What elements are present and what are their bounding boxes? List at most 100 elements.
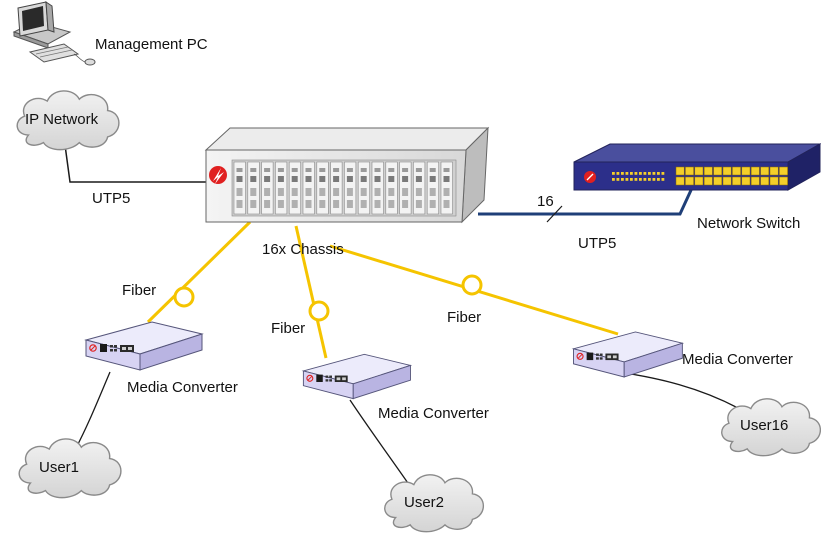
- chassis-card-slot: [302, 161, 315, 215]
- chassis-card-slot: [399, 161, 412, 215]
- chassis-card-slot: [344, 161, 357, 215]
- user2-label: User2: [404, 494, 445, 511]
- chassis-card-slot: [316, 161, 329, 215]
- link-count-label: 16: [537, 193, 554, 210]
- chassis-card-slot: [247, 161, 260, 215]
- fiber-loop-2: [308, 300, 330, 322]
- switch-led: [661, 178, 665, 181]
- switch-status-leds: [612, 172, 665, 181]
- switch-link: [478, 187, 694, 216]
- switch-port: [760, 166, 770, 176]
- switch-led: [657, 178, 660, 181]
- switch-led: [630, 178, 633, 181]
- chassis-card-slot: [261, 161, 274, 215]
- media-converter-3-label: Media Converter: [682, 351, 793, 368]
- fiber-label-2: Fiber: [271, 320, 306, 337]
- fiber-link-1: [146, 220, 252, 324]
- chassis-card-slot: [413, 161, 426, 215]
- switch-led: [643, 178, 647, 181]
- chassis-16x-icon: [204, 126, 490, 224]
- switch-port: [703, 166, 713, 176]
- user1-label: User1: [39, 459, 80, 476]
- chassis-card-slot: [288, 161, 302, 215]
- switch-port: [760, 176, 770, 186]
- chassis-label: 16x Chassis: [262, 241, 344, 258]
- switch-led: [612, 172, 615, 175]
- switch-port: [713, 176, 723, 186]
- switch-port: [779, 166, 788, 176]
- switch-led: [630, 172, 633, 175]
- network-switch-label: Network Switch: [697, 215, 801, 232]
- switch-led: [639, 172, 642, 175]
- ip-network-label: IP Network: [25, 111, 99, 128]
- switch-port: [732, 176, 741, 186]
- switch-port: [779, 176, 788, 186]
- chassis-card-slot: [385, 161, 398, 215]
- media-converter-2-icon: [302, 353, 412, 400]
- utp5-left-label: UTP5: [92, 190, 131, 207]
- switch-port: [685, 176, 694, 186]
- switch-port: [769, 166, 779, 176]
- switch-port: [750, 166, 760, 176]
- switch-port: [732, 166, 741, 176]
- switch-led: [643, 172, 647, 175]
- switch-port: [750, 176, 760, 186]
- fiber-loop-3: [461, 274, 483, 296]
- management-pc-label: Management PC: [95, 36, 208, 53]
- switch-port: [675, 166, 685, 176]
- switch-led: [634, 172, 638, 175]
- switch-port: [741, 176, 751, 186]
- switch-led: [621, 178, 624, 181]
- switch-led: [661, 172, 665, 175]
- chassis-card-slot: [233, 161, 246, 215]
- switch-port: [722, 176, 732, 186]
- utp5-right-label: UTP5: [578, 235, 617, 252]
- switch-led: [639, 178, 642, 181]
- utp5-link-left: [64, 144, 210, 183]
- switch-port: [722, 166, 732, 176]
- switch-led: [616, 178, 620, 181]
- media-converter-3-icon: [572, 331, 683, 378]
- chassis-card-slot: [440, 161, 453, 215]
- media-converter-1-label: Media Converter: [127, 379, 238, 396]
- user1-link: [75, 371, 111, 449]
- switch-led: [616, 172, 620, 175]
- bundle-mark: [546, 205, 563, 223]
- chassis-slots: [233, 161, 453, 215]
- switch-led: [621, 172, 624, 175]
- switch-port: [675, 176, 685, 186]
- switch-led: [648, 178, 651, 181]
- switch-led: [634, 178, 638, 181]
- switch-port: [703, 176, 713, 186]
- fiber-label-3: Fiber: [447, 309, 482, 326]
- media-converter-1-icon: [85, 321, 203, 371]
- switch-port: [694, 176, 704, 186]
- user2-link: [349, 399, 411, 487]
- fiber-loop-1: [173, 286, 195, 308]
- switch-port: [769, 176, 779, 186]
- chassis-card-slot: [426, 161, 440, 215]
- fiber-label-1: Fiber: [122, 282, 157, 299]
- chassis-card-slot: [357, 161, 371, 215]
- media-converter-2-label: Media Converter: [378, 405, 489, 422]
- chassis-card-slot: [275, 161, 288, 215]
- fiber-link-2: [294, 225, 328, 359]
- switch-led: [625, 172, 629, 175]
- switch-port: [694, 166, 704, 176]
- switch-led: [652, 178, 656, 181]
- switch-led: [657, 172, 660, 175]
- switch-port: [685, 166, 694, 176]
- switch-port: [741, 166, 751, 176]
- switch-led: [625, 178, 629, 181]
- user16-link: [617, 371, 739, 409]
- switch-port: [713, 166, 723, 176]
- network-switch-icon: [573, 143, 821, 191]
- chassis-card-slot: [371, 161, 384, 215]
- chassis-card-slot: [330, 161, 343, 215]
- switch-led: [648, 172, 651, 175]
- management-pc-icon: [12, 1, 96, 66]
- switch-led: [612, 178, 615, 181]
- switch-ports: [675, 166, 788, 186]
